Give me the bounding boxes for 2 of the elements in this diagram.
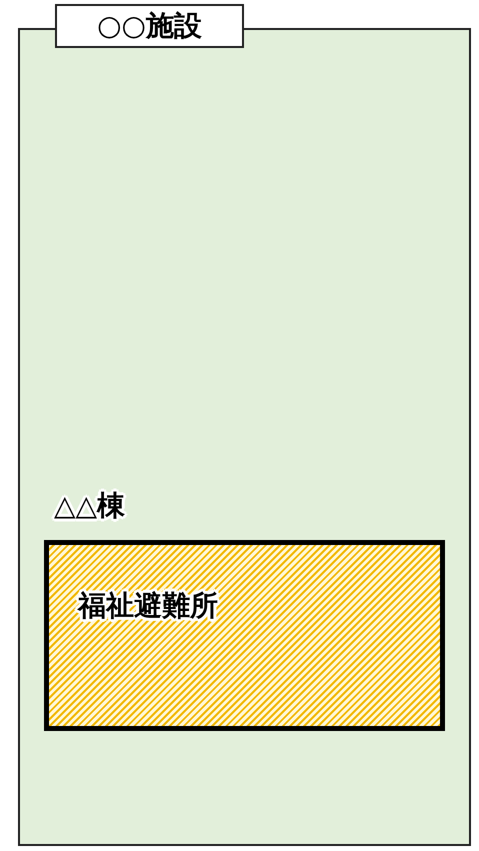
building-name: △△棟: [54, 488, 126, 524]
title-tab: ○○施設: [55, 4, 244, 48]
